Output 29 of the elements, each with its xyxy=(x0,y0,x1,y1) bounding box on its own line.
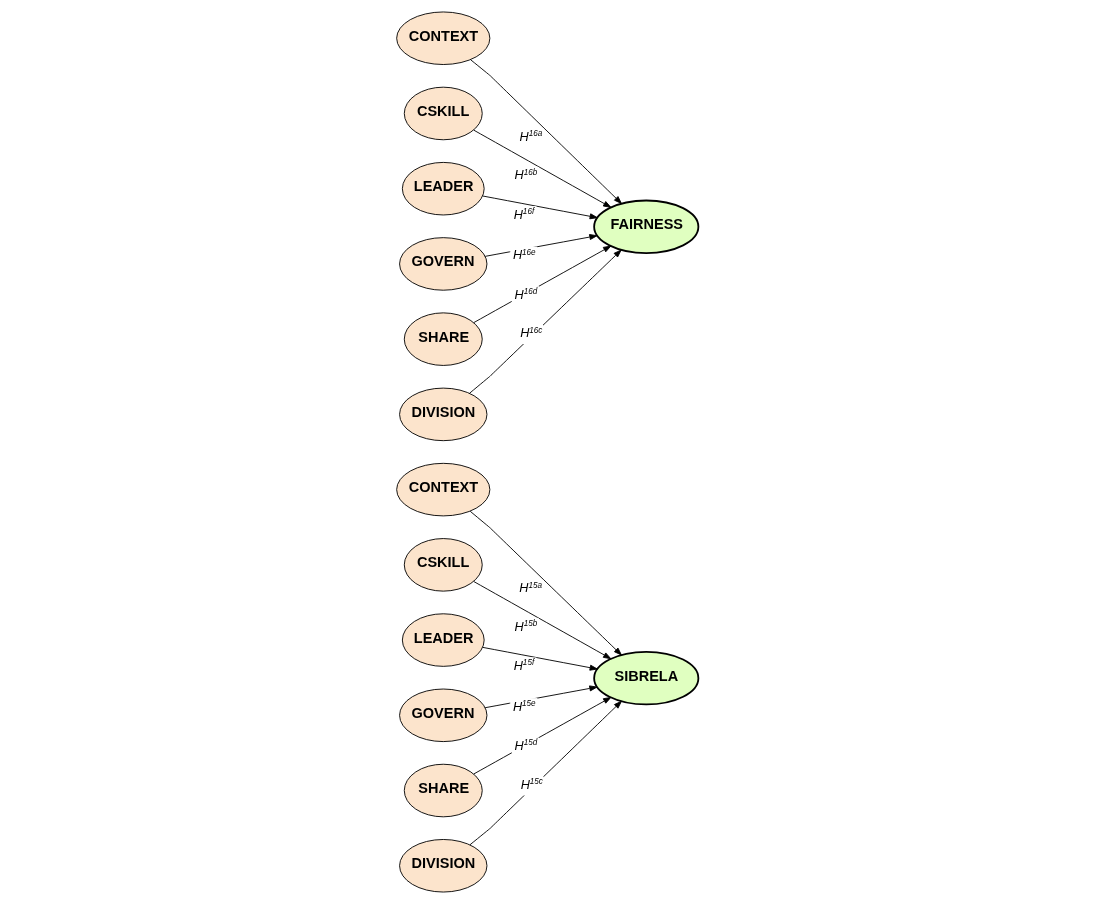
edge-label: H$^{16f}$ xyxy=(513,207,534,222)
node-ellipse: DIVISION xyxy=(398,387,487,442)
edge-label: H$^{15f}$ xyxy=(513,658,534,673)
node-ellipse: DIVISION xyxy=(398,839,487,893)
node-ellipse: SHARE xyxy=(403,312,483,366)
edge-label: H$^{15d}$ xyxy=(514,738,537,753)
node-ellipse: CONTEXT xyxy=(395,462,490,517)
edge-label: H$^{15a}$ xyxy=(518,580,542,596)
node-ellipse: GOVERN xyxy=(398,688,487,743)
node-ellipse: GOVERN xyxy=(398,237,487,291)
arrow xyxy=(481,195,598,220)
edge-label: H$^{15b}$ xyxy=(514,619,537,634)
edge-label: H$^{16e}$ xyxy=(512,247,536,263)
node-ellipse: CONTEXT xyxy=(395,11,490,65)
edge-label: H$^{15c}$ xyxy=(520,777,543,792)
arrow xyxy=(468,249,621,394)
arrow xyxy=(469,59,622,204)
edge-label: H$^{16b}$ xyxy=(514,167,537,183)
edge-label: H$^{16d}$ xyxy=(514,287,537,302)
node-ellipse: SHARE xyxy=(403,763,483,818)
edge-label: H$^{16c}$ xyxy=(519,325,542,341)
arrow xyxy=(481,646,598,671)
edge-label: H$^{15e}$ xyxy=(512,699,536,714)
node-ellipse: LEADER xyxy=(401,161,485,216)
node-ellipse: CSKILL xyxy=(403,86,483,141)
arrow xyxy=(469,510,622,656)
node-ellipse: LEADER xyxy=(401,613,485,667)
node-ellipse: CSKILL xyxy=(403,538,483,592)
edge-label: H$^{16a}$ xyxy=(519,129,542,144)
